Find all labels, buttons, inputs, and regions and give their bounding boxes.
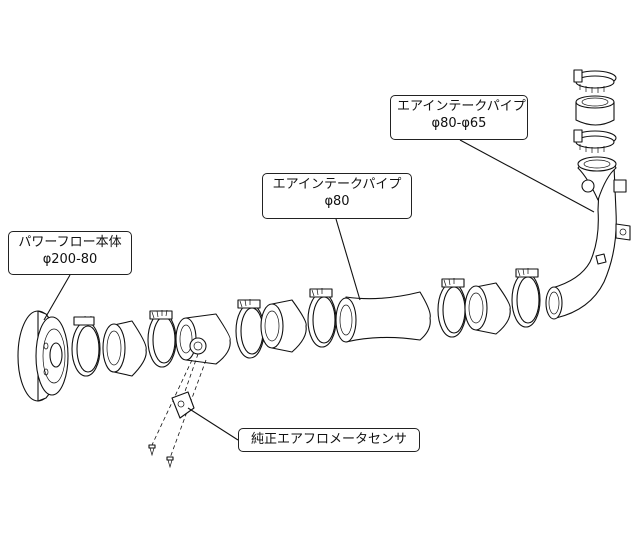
power-flow-body <box>17 310 69 402</box>
leader-line-intake-80-65 <box>459 139 595 213</box>
leader-line-intake-80 <box>335 218 361 301</box>
hose-clamp <box>235 299 265 359</box>
hose-clamp <box>573 69 617 93</box>
callout-air-intake-pipe-80: エアインテークパイプ φ80 <box>262 173 412 219</box>
airflow-adaptor <box>175 313 231 365</box>
screw <box>148 444 156 457</box>
air-intake-pipe-80 <box>335 291 431 343</box>
leader-line-power-flow <box>43 274 71 321</box>
callout-intake-80-65-size: φ80-φ65 <box>431 116 487 131</box>
hose-clamp <box>437 278 467 338</box>
callout-airflow-sensor: 純正エアフロメータセンサ <box>238 428 420 452</box>
callout-intake-80-size: φ80 <box>324 194 350 209</box>
airflow-sensor <box>151 353 239 459</box>
coupler-hose <box>464 282 511 335</box>
callout-intake-80-65-name: エアインテークパイプ <box>397 99 526 114</box>
callout-power-flow-body: パワーフロー本体 φ200-80 <box>8 231 132 275</box>
coupler-hose <box>575 95 615 126</box>
coupler-hose <box>260 299 307 353</box>
callout-air-intake-pipe-80-65: エアインテークパイプ φ80-φ65 <box>390 95 528 140</box>
hose-clamp <box>511 268 541 328</box>
hose-clamp <box>573 129 617 153</box>
screw <box>166 456 174 469</box>
air-intake-pipe-80-65 <box>545 156 631 320</box>
hose-clamp <box>307 288 337 348</box>
callout-intake-80-name: エアインテークパイプ <box>272 177 402 192</box>
callout-sensor-name: 純正エアフロメータセンサ <box>250 432 407 447</box>
hose-clamp <box>147 309 177 368</box>
hose-clamp <box>71 315 101 377</box>
callout-power-flow-name: パワーフロー本体 <box>18 235 122 250</box>
coupler-hose <box>102 320 147 377</box>
callout-power-flow-size: φ200-80 <box>42 252 98 267</box>
